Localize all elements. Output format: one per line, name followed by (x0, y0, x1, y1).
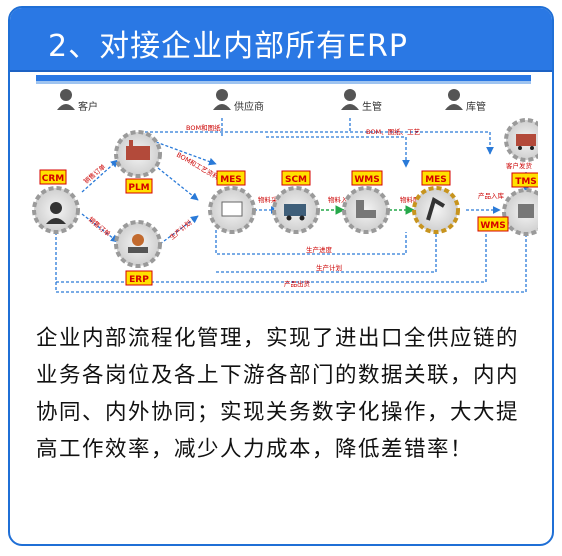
role-label: 供应商 (234, 100, 264, 113)
system-label-crm: CRM (42, 174, 65, 184)
top-divider-bar (36, 75, 531, 84)
system-label-erp: ERP (129, 275, 149, 285)
system-label-wms: WMS (354, 175, 379, 185)
role-label: 生管 (362, 100, 382, 113)
node-plm: PLM (114, 130, 162, 194)
flow-label-sales-order-bottom: 销售订单 (87, 215, 113, 239)
node-tms-top (504, 118, 548, 162)
monitor-icon (221, 201, 243, 217)
flow-label-product-out: 产品出货 (284, 279, 311, 288)
flow-label-customer-ship: 客户发货 (506, 161, 533, 170)
system-label-plm: PLM (128, 183, 149, 193)
node-mes-2: MES (412, 170, 460, 234)
robot-arm-icon (426, 196, 446, 221)
system-label-wms: WMS (480, 221, 505, 231)
flow-label-material-in: 物料入库 (328, 195, 355, 204)
node-erp: ERP (114, 220, 162, 286)
flow-label-material-dispatch: 物料配送 (400, 195, 427, 204)
truck-icon (284, 204, 306, 216)
flow-label-bom-process: BOM和工艺资料 (175, 150, 221, 182)
erp-integration-diagram: 客户 供应商 生管 库管 (26, 72, 550, 300)
description-paragraph: 企业内部流程化管理，实现了进出口全供应链的业务各岗位及各上下游各部门的数据关联，… (36, 326, 520, 462)
feature-card: 2、对接企业内部所有ERP (8, 6, 554, 546)
card-title: 2、对接企业内部所有ERP (48, 29, 408, 64)
flow-label-production-schedule: 生产进度 (306, 245, 333, 254)
flow-label-product-in: 产品入库 (478, 191, 505, 200)
system-label-scm: SCM (285, 175, 307, 185)
flow-label-sales-order-top: 销售订单 (82, 162, 108, 186)
role-label: 客户 (78, 100, 98, 113)
node-wms-1: WMS (342, 170, 390, 234)
system-label-mes: MES (220, 175, 242, 185)
forklift-icon (356, 200, 364, 218)
factory-icon (126, 146, 150, 160)
flow-label-material-purchase: 物料采购 (258, 195, 285, 204)
role-customer: 客户 (57, 89, 98, 113)
system-label-mes: MES (425, 175, 447, 185)
card-header: 2、对接企业内部所有ERP (10, 8, 552, 72)
node-tms-wms: TMS WMS (477, 172, 550, 236)
role-supplier: 供应商 (213, 89, 264, 113)
node-crm: CRM (32, 169, 80, 234)
warehouse-icon (518, 204, 534, 218)
flow-label-production-plan-mes: 生产计划 (168, 218, 194, 242)
node-mes-1: MES (208, 170, 256, 234)
flow-label-production-plan: 生产计划 (316, 263, 342, 272)
node-scm: SCM (272, 170, 320, 234)
user-icon (50, 202, 62, 214)
role-production-manager: 生管 (341, 89, 382, 113)
system-label-tms: TMS (515, 177, 537, 187)
operator-icon (132, 234, 144, 246)
flow-label-bom-plan: BOM和图纸 (186, 123, 221, 132)
flow-lines (55, 118, 530, 293)
role-warehouse-manager: 库管 (445, 89, 486, 113)
delivery-icon (516, 134, 536, 146)
role-label: 库管 (466, 100, 486, 113)
flow-label-bom-drawing-process: BOM、图纸、工艺 (366, 127, 421, 136)
